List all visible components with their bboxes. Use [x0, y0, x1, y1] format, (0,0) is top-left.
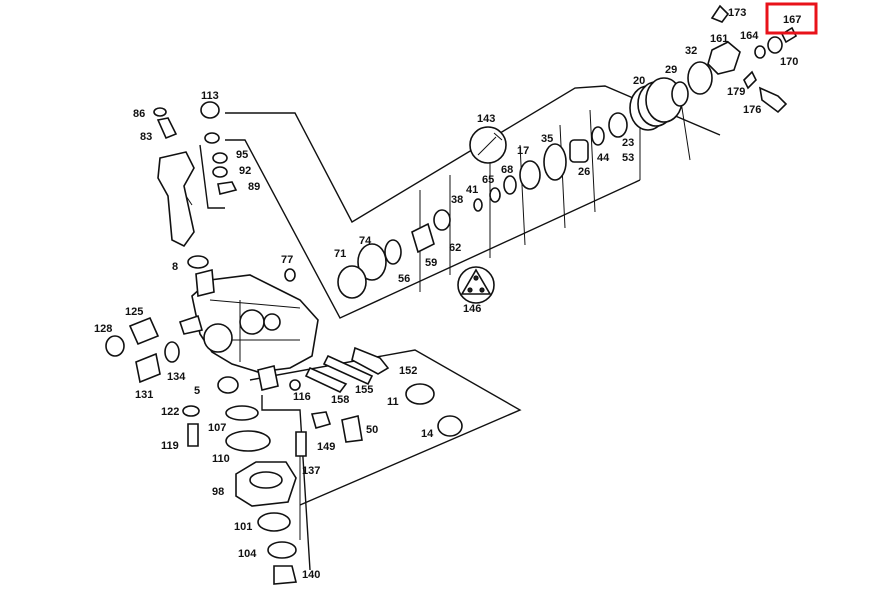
label-74: 74: [359, 235, 372, 247]
label-29: 29: [665, 64, 677, 76]
label-26: 26: [578, 166, 590, 178]
label-128: 128: [94, 323, 112, 335]
label-113: 113: [201, 90, 219, 102]
label-131: 131: [135, 389, 153, 401]
label-143: 143: [477, 113, 495, 125]
label-107: 107: [208, 422, 226, 434]
label-170: 170: [780, 56, 798, 68]
label-53: 53: [622, 152, 634, 164]
label-146: 146: [463, 303, 481, 315]
label-95: 95: [236, 149, 248, 161]
part-labels: 173 167 161 164 170 32 20 29 179 176 113…: [94, 7, 801, 581]
label-89: 89: [248, 181, 260, 193]
label-119: 119: [161, 440, 179, 452]
label-149: 149: [317, 441, 335, 453]
label-98: 98: [212, 486, 224, 498]
label-134: 134: [167, 371, 186, 383]
label-167: 167: [783, 14, 801, 26]
label-140: 140: [302, 569, 320, 581]
label-155: 155: [355, 384, 373, 396]
label-44: 44: [597, 152, 610, 164]
label-125: 125: [125, 306, 143, 318]
label-77: 77: [281, 254, 293, 266]
label-92: 92: [239, 165, 251, 177]
label-35: 35: [541, 133, 553, 145]
label-56: 56: [398, 273, 410, 285]
label-86: 86: [133, 108, 145, 120]
label-50: 50: [366, 424, 378, 436]
label-32: 32: [685, 45, 697, 57]
bottom-parts: [235, 461, 298, 585]
label-62: 62: [449, 242, 461, 254]
label-20: 20: [633, 75, 645, 87]
pump-body: [178, 268, 319, 394]
label-11: 11: [387, 396, 399, 408]
label-164: 164: [740, 30, 759, 42]
label-179: 179: [727, 86, 745, 98]
label-152: 152: [399, 365, 417, 377]
label-158: 158: [331, 394, 349, 406]
label-8: 8: [172, 261, 178, 273]
label-5: 5: [194, 385, 200, 397]
highlight-box-167: [765, 2, 818, 35]
label-71: 71: [334, 248, 346, 260]
label-23: 23: [622, 137, 634, 149]
left-sensor-parts: [153, 101, 238, 269]
label-116: 116: [293, 391, 311, 403]
label-104: 104: [238, 548, 257, 560]
bolts-middle: [289, 346, 463, 457]
triangle-plate-icon: [457, 266, 495, 304]
label-41: 41: [466, 184, 478, 196]
label-137: 137: [302, 465, 320, 477]
label-59: 59: [425, 257, 437, 269]
label-68: 68: [501, 164, 513, 176]
label-38: 38: [451, 194, 463, 206]
wrench-icon: [469, 126, 507, 164]
label-110: 110: [212, 453, 230, 465]
label-176: 176: [743, 104, 761, 116]
label-83: 83: [140, 131, 152, 143]
left-fittings: [105, 316, 271, 452]
label-101: 101: [234, 521, 252, 533]
label-65: 65: [482, 174, 494, 186]
label-173: 173: [728, 7, 746, 19]
label-17: 17: [517, 145, 529, 157]
label-122: 122: [161, 406, 179, 418]
label-14: 14: [421, 428, 434, 440]
top-right-parts: [337, 4, 798, 299]
label-161: 161: [710, 33, 728, 45]
